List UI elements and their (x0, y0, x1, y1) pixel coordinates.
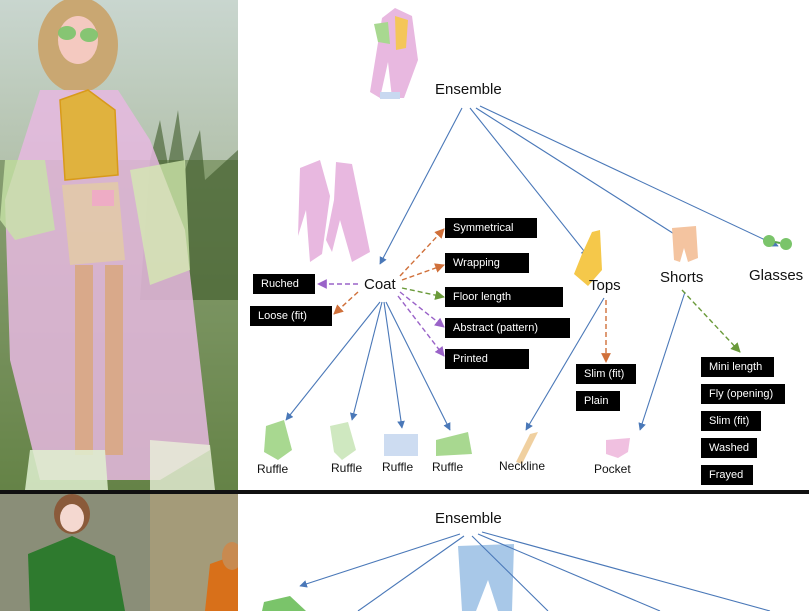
coat-icon (298, 160, 370, 262)
edge-coat-ruffle-4 (385, 301, 451, 431)
attr-washed: Washed (701, 438, 757, 458)
edge-coat-abstract (399, 291, 445, 328)
ruffle-label-2: Ruffle (331, 461, 363, 475)
attr-mini-length: Mini length (701, 357, 774, 377)
coat-label: Coat (364, 276, 396, 293)
ruffle-label-1: Ruffle (257, 462, 289, 476)
ensemble-label-bottom: Ensemble (435, 510, 502, 527)
neckline-label: Neckline (499, 459, 546, 473)
shorts-icon (672, 226, 698, 262)
ensemble-icon (370, 8, 418, 99)
edge-coat-printed (397, 295, 445, 357)
attr-frayed: Frayed (701, 465, 753, 485)
attr-tops-plain: Plain (576, 391, 620, 411)
edge-ensemble-coat (379, 107, 463, 265)
edge-ensemble-shorts (475, 107, 691, 245)
tops-label: Tops (589, 277, 621, 294)
pocket-icon (606, 438, 630, 458)
edge-coat-loose (333, 291, 359, 315)
attr-ruched: Ruched (253, 274, 315, 294)
attr-floor-length: Floor length (445, 287, 563, 307)
attr-printed: Printed (445, 349, 529, 369)
glasses-icon (763, 235, 792, 250)
column-gap (238, 0, 243, 611)
edge-coat-ruffle-1 (285, 301, 381, 421)
edge-coat-floor-length (401, 287, 445, 300)
neckline-icon (516, 432, 538, 464)
ruffle-icon-3 (384, 434, 418, 456)
ruffle-icon-4 (436, 432, 472, 456)
attr-abstract-pattern: Abstract (pattern) (445, 318, 570, 338)
edge-coat-ruffle-2 (349, 301, 383, 421)
edge-tops-neckline (525, 297, 605, 431)
attr-edges-coat (317, 228, 741, 363)
tree-edges-bottom (299, 531, 771, 611)
edge-shorts-pocket (638, 291, 686, 431)
shorts-label: Shorts (660, 269, 704, 286)
attr-symmetrical: Symmetrical (445, 218, 537, 238)
bottom-part-icon (262, 596, 306, 611)
pocket-label: Pocket (594, 462, 631, 476)
edge-ensemble-glasses (479, 105, 779, 247)
tops-icon (574, 230, 602, 286)
attr-wrapping: Wrapping (445, 253, 529, 273)
edge-coat-ruffle-3 (383, 301, 405, 429)
section-divider (0, 490, 809, 494)
ruffle-icon-1 (264, 420, 292, 460)
top-photo (0, 0, 238, 490)
edge-coat-symmetrical (399, 228, 445, 277)
tree-edges-top (285, 105, 779, 431)
ruffle-icon-2 (330, 422, 356, 460)
bottom-photo (0, 494, 238, 611)
attr-fly-opening: Fly (opening) (701, 384, 785, 404)
attr-loose-fit: Loose (fit) (250, 306, 332, 326)
edge-ensemble-tops (469, 107, 589, 257)
ruffle-label-4: Ruffle (432, 460, 464, 474)
attr-tops-slim-fit: Slim (fit) (576, 364, 636, 384)
attr-shorts-slim-fit: Slim (fit) (701, 411, 761, 431)
edge-shorts-attrs (681, 289, 741, 353)
bottom-ensemble-icon (458, 544, 514, 611)
ruffle-label-3: Ruffle (382, 460, 414, 474)
ensemble-label-top: Ensemble (435, 81, 502, 98)
glasses-label: Glasses (749, 267, 804, 284)
